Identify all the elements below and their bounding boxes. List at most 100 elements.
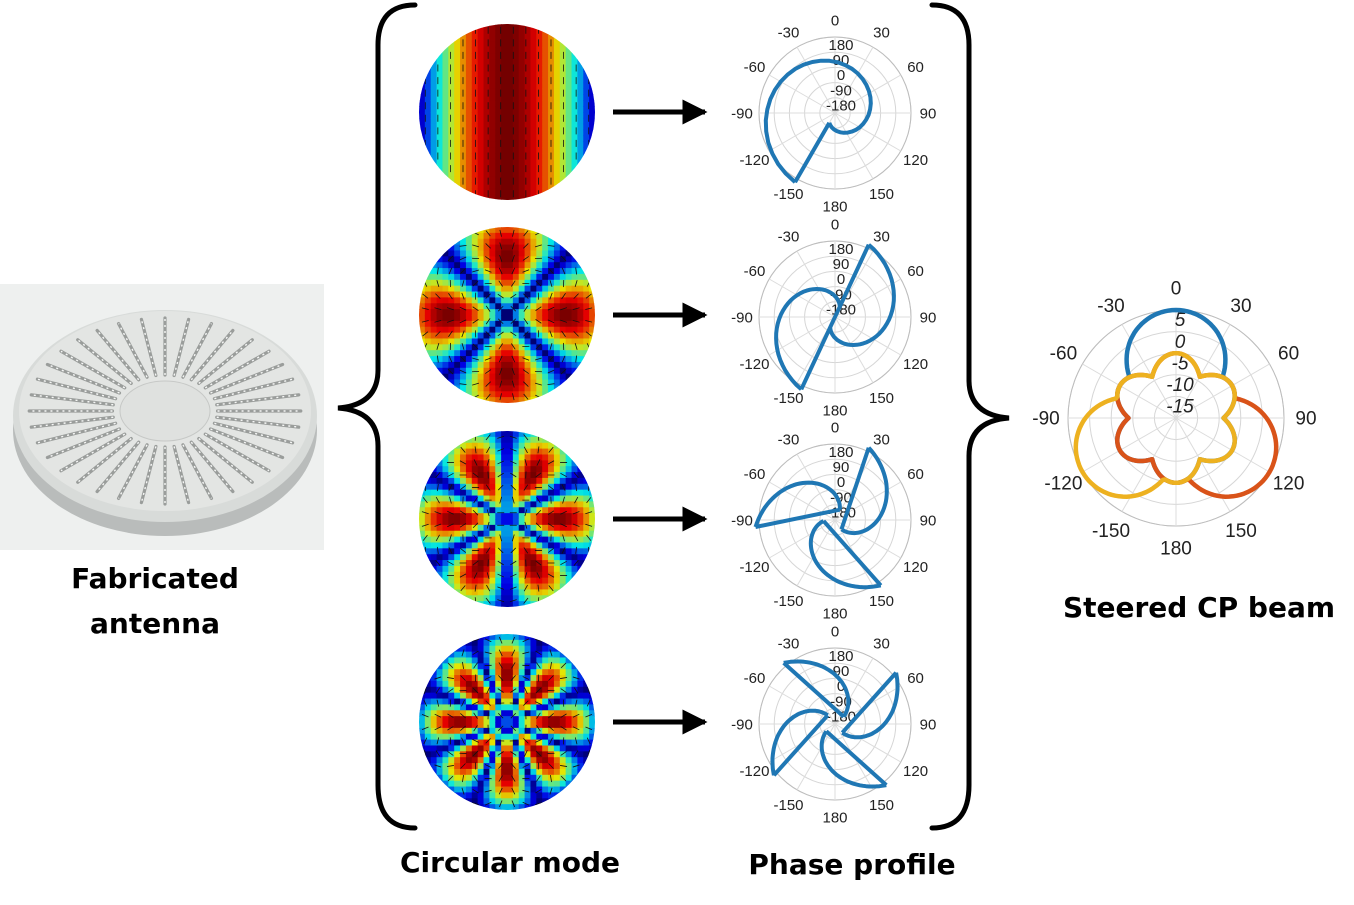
- field-vector: [498, 355, 503, 363]
- field-vector: [511, 343, 516, 350]
- field-vector: [547, 369, 555, 374]
- angle-tick-label: 90: [920, 512, 937, 529]
- field-vector: [459, 306, 467, 311]
- circular-mode-column: [419, 24, 595, 810]
- field-vector: [587, 687, 591, 695]
- field-vector: [560, 510, 567, 515]
- field-vector: [461, 699, 465, 707]
- phase-plot-2: 0306090120150180-150-120-90-60-30180900-…: [731, 216, 936, 419]
- field-vector: [562, 496, 565, 504]
- field-vector: [436, 342, 440, 350]
- field-vector: [536, 459, 541, 466]
- radial-tick-label: 0: [837, 678, 845, 695]
- field-vector: [534, 269, 542, 273]
- antenna-slot-holes: [47, 363, 120, 394]
- field-vector: [460, 356, 466, 362]
- field-vector: [547, 460, 555, 465]
- field-vector: [523, 738, 529, 744]
- field-vector: [486, 584, 491, 592]
- field-vector: [548, 585, 554, 592]
- field-vector: [572, 511, 580, 515]
- field-vector: [560, 662, 567, 669]
- field-vector: [421, 714, 429, 718]
- field-vector: [535, 522, 542, 529]
- field-vector: [472, 650, 479, 656]
- angle-tick-label: -120: [1044, 474, 1082, 495]
- field-vector: [511, 534, 515, 542]
- field-vector: [498, 787, 503, 795]
- field-vector: [509, 573, 517, 578]
- field-vector: [497, 573, 505, 578]
- field-vector: [512, 393, 515, 401]
- angle-tick-label: 120: [1273, 474, 1305, 495]
- antenna-slot-holes: [60, 350, 126, 389]
- beam-curve: [1073, 350, 1237, 499]
- field-vector: [523, 584, 528, 592]
- phase-axes: 0306090120150180-150-120-90-60-30180900-…: [731, 12, 936, 215]
- field-vector: [547, 510, 555, 515]
- field-vector: [460, 763, 466, 769]
- antenna-slot: [197, 338, 254, 386]
- field-vector: [436, 546, 439, 554]
- field-vector: [548, 763, 554, 769]
- mode-to-phase-arrows: [613, 99, 708, 735]
- field-vector: [486, 509, 490, 517]
- field-vector: [447, 523, 454, 528]
- field-vector: [535, 739, 542, 743]
- angle-tick-label: 0: [1171, 279, 1182, 300]
- angle-tick-label: 180: [1160, 539, 1192, 560]
- angle-tick-label: 150: [1225, 521, 1257, 542]
- angle-tick-label: -30: [778, 636, 800, 653]
- field-vector: [522, 256, 529, 261]
- antenna-slot: [197, 436, 254, 484]
- field-vector: [511, 649, 516, 657]
- field-vector: [573, 472, 579, 478]
- field-vector: [485, 547, 491, 554]
- field-vector: [511, 242, 515, 250]
- field-vector: [585, 714, 593, 718]
- field-vector: [472, 638, 480, 642]
- field-vector: [485, 381, 491, 387]
- field-vector: [524, 687, 528, 694]
- antenna-slot-holes: [210, 428, 283, 459]
- field-vector: [534, 802, 542, 806]
- field-vector: [536, 497, 541, 504]
- field-vector: [522, 269, 530, 273]
- field-vector: [510, 472, 517, 478]
- field-vector: [459, 460, 467, 465]
- field-vector: [510, 725, 517, 732]
- field-vector: [499, 534, 503, 542]
- field-vector: [523, 293, 529, 299]
- field-vector: [447, 775, 454, 782]
- field-vector: [461, 737, 465, 745]
- field-vector: [448, 355, 453, 363]
- antenna-slot-holes: [214, 378, 293, 400]
- field-vector: [549, 292, 553, 300]
- antenna-slot-holes: [204, 350, 270, 389]
- field-vector: [535, 750, 542, 757]
- field-vector: [436, 737, 440, 745]
- mode-circle-4: [419, 634, 595, 810]
- field-vector: [523, 597, 529, 604]
- field-vector: [550, 661, 552, 669]
- field-vector: [473, 459, 478, 466]
- field-vector: [548, 268, 554, 274]
- field-vector: [422, 534, 428, 541]
- field-vector: [499, 393, 502, 401]
- field-vector: [436, 699, 440, 707]
- field-vector: [460, 713, 466, 719]
- field-vector: [522, 789, 530, 793]
- field-vector: [459, 547, 467, 553]
- field-vector: [511, 267, 516, 275]
- field-vector: [522, 801, 530, 806]
- field-vector: [509, 599, 517, 603]
- radial-tick-label: -5: [1172, 353, 1189, 374]
- field-vector: [523, 230, 529, 237]
- radial-tick-label: 90: [833, 459, 850, 476]
- phase-profile-column: 0306090120150180-150-120-90-60-30180900-…: [731, 12, 936, 826]
- field-vector: [422, 293, 429, 299]
- field-vector: [534, 357, 542, 361]
- caption-phase-profile: Phase profile: [748, 848, 955, 881]
- radial-tick-label: 0: [1175, 332, 1186, 353]
- angle-tick-label: 30: [873, 432, 890, 449]
